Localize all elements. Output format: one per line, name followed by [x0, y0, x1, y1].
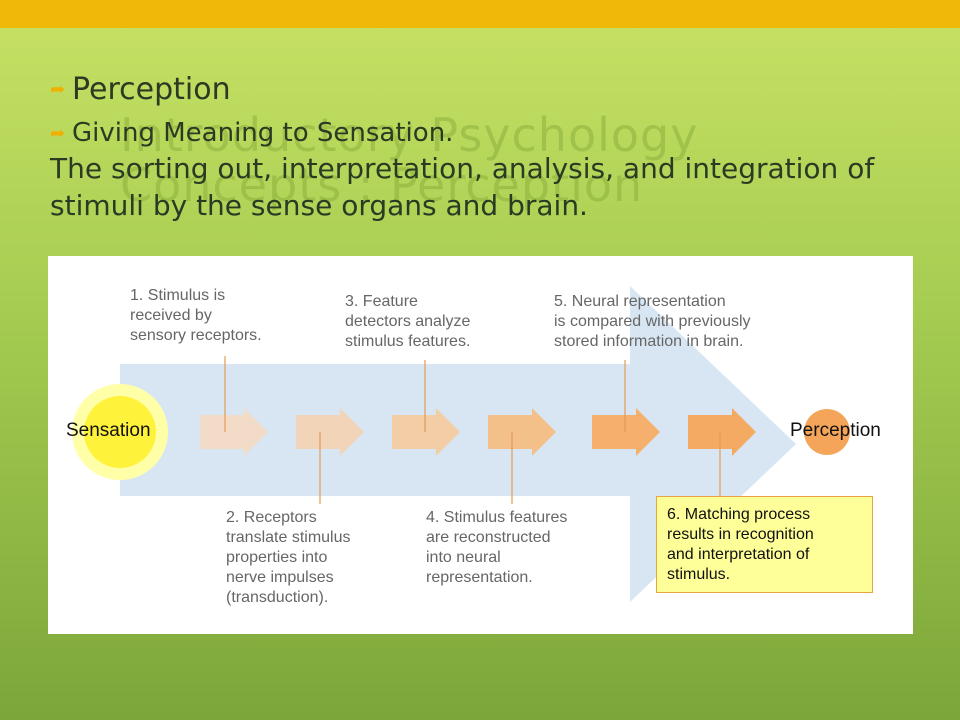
- diagram-graphics: [72, 286, 850, 602]
- note-line: nerve impulses: [226, 569, 334, 586]
- note-line: properties into: [226, 549, 328, 566]
- step-1-note: 1. Stimulus is received by sensory recep…: [130, 286, 262, 346]
- step-3-note: 3. Feature detectors analyze stimulus fe…: [345, 292, 470, 352]
- note-line: are reconstructed: [426, 529, 551, 546]
- step-arrow-1: [200, 408, 268, 456]
- note-line: 3. Feature: [345, 293, 418, 310]
- perception-circle: [804, 409, 850, 455]
- bullet-text: Giving Meaning to Sensation.: [72, 118, 454, 148]
- note-line: 6. Matching process: [667, 506, 811, 523]
- perception-label: Perception: [790, 420, 881, 441]
- step-arrow-6: [688, 408, 756, 456]
- background-slide-title: Introductory Psychology Concepts : Perce…: [120, 110, 698, 210]
- step-arrow-4: [488, 408, 556, 456]
- step-arrow-3: [392, 408, 460, 456]
- note-line: received by: [130, 307, 212, 324]
- curved-arrow-bullet-icon: ➦: [50, 79, 66, 100]
- bullet-giving-meaning: ➦ Giving Meaning to Sensation.: [50, 118, 453, 148]
- note-line: results in recognition: [667, 526, 814, 543]
- sensation-label: Sensation: [66, 420, 151, 441]
- step-4-note: 4. Stimulus features are reconstructed i…: [426, 508, 567, 588]
- sensation-sun: [84, 396, 156, 468]
- note-line: stimulus features.: [345, 333, 471, 350]
- note-line: stimulus.: [667, 566, 731, 583]
- note-line: stored information in brain.: [554, 333, 744, 350]
- note-line: is compared with previously: [554, 313, 751, 330]
- bullet-text: Perception: [72, 72, 231, 107]
- note-line: 4. Stimulus features: [426, 509, 568, 526]
- step-2-note: 2. Receptors translate stimulus properti…: [226, 508, 351, 608]
- note-line: 2. Receptors: [226, 509, 317, 526]
- note-line: (transduction).: [226, 589, 329, 606]
- note-line: 5. Neural representation: [554, 293, 726, 310]
- top-accent-bar: [0, 0, 960, 28]
- note-line: and interpretation of: [667, 546, 810, 563]
- definition-text: The sorting out, interpretation, analysi…: [50, 152, 875, 222]
- background-title-line-1: Introductory Psychology: [120, 108, 699, 162]
- note-line: detectors analyze: [345, 313, 471, 330]
- note-line: 1. Stimulus is: [130, 287, 226, 304]
- step-arrow-2: [296, 408, 364, 456]
- step-arrow-5: [592, 408, 660, 456]
- note-line: translate stimulus: [226, 529, 351, 546]
- background-title-line-2: Concepts : Perception: [120, 158, 644, 212]
- step-5-note: 5. Neural representation is compared wit…: [554, 292, 751, 352]
- step-6-callout: 6. Matching process results in recogniti…: [656, 496, 873, 593]
- note-line: representation.: [426, 569, 533, 586]
- curved-arrow-bullet-icon: ➦: [50, 122, 66, 144]
- bullet-perception: ➦ Perception: [50, 72, 231, 107]
- note-line: into neural: [426, 549, 501, 566]
- perception-process-diagram: Sensation Perception 1. Stimulus is rece…: [48, 256, 913, 634]
- background-flow-arrow: [120, 286, 796, 602]
- note-line: sensory receptors.: [130, 327, 262, 344]
